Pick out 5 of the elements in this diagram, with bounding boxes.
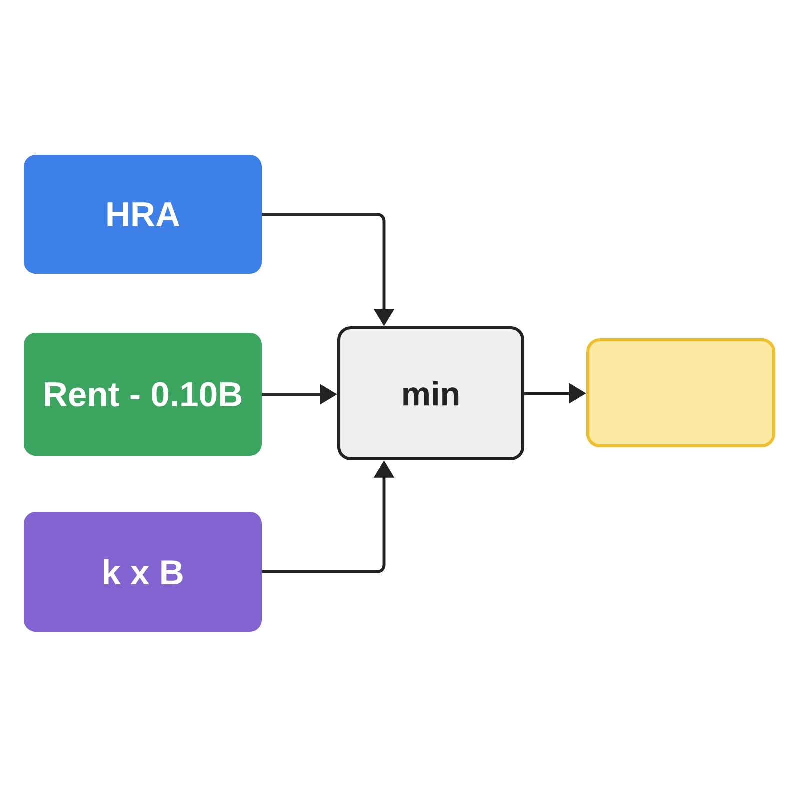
operation-box: min [337,326,525,461]
result-box [586,338,776,448]
input-box: k x B [24,512,262,632]
input-box: HRA [24,155,262,274]
input-box: Rent - 0.10B [24,333,262,456]
